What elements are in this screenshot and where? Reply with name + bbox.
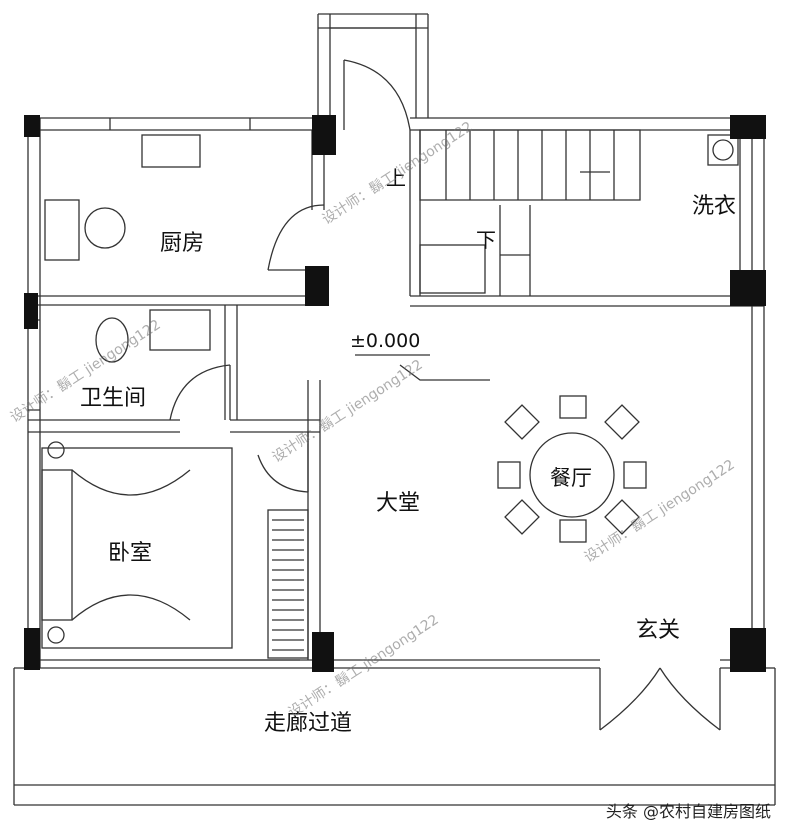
stair-up-label: 上 [386, 166, 406, 190]
corridor-label: 走廊过道 [264, 711, 353, 736]
entrance-label: 玄关 [636, 618, 681, 643]
bedroom-label: 卧室 [108, 541, 153, 566]
bathroom-label: 卫生间 [80, 386, 147, 411]
stair-down-label: 下 [476, 228, 496, 252]
hall-label: 大堂 [376, 491, 421, 516]
kitchen-label: 厨房 [160, 231, 205, 256]
dining-label: 餐厅 [550, 466, 592, 490]
laundry-label: 洗衣 [692, 194, 737, 219]
level-mark: ±0.000 [350, 330, 421, 352]
credit-text: 头条 @农村自建房图纸 [605, 802, 771, 821]
